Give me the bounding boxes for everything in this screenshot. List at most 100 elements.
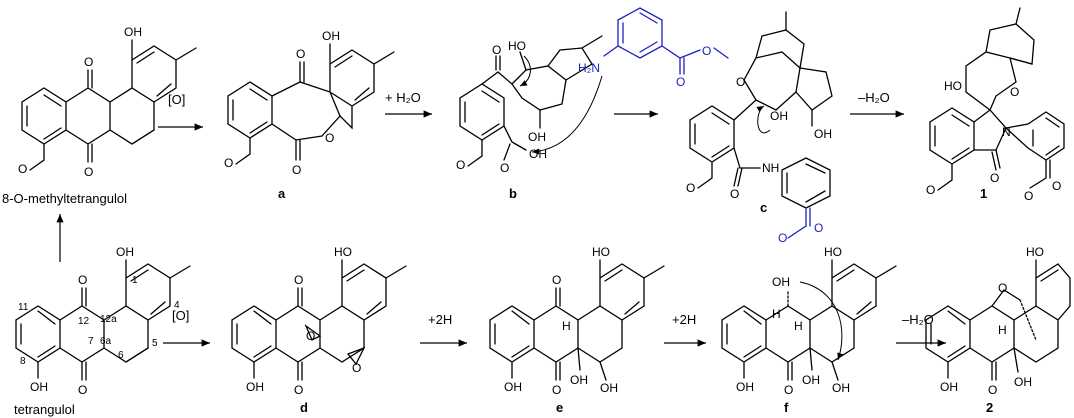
lactone-o-label: O [325,131,334,145]
compound-name-tetrangulol: tetrangulol [14,402,75,417]
methoxy-o-label: O [686,181,695,195]
curly-arrow [756,105,771,134]
oh-label: OH [124,25,142,39]
oh-label: OH [570,373,588,387]
compound-label-f: f [784,400,789,415]
carbonyl-o-label: O [492,43,501,57]
ether-o-label: O [1010,85,1019,99]
oh-label: OH [1014,375,1032,389]
epoxide-o-label: O [352,361,361,375]
carbonyl-o-label: O [294,273,303,287]
carbonyl-o-label: O [292,163,301,177]
structure-1 [929,7,1065,191]
ho-label: HO [508,39,526,53]
oh-label: OH [246,380,264,394]
structure-tetrangulol [15,259,191,381]
carbonyl-o-label: O [730,187,739,201]
carbonyl-o-label: O [78,273,87,287]
carbonyl-o-label: O [296,47,305,61]
compound-label-b: b [509,186,517,201]
reagent-water-loss: –H₂O [902,312,934,327]
epoxide-o-label: O [306,329,315,343]
oh-label: OH [116,245,134,259]
hydrogen-label: H [562,319,571,333]
oh-label: OH [802,373,820,387]
hydrogen-label: H [772,307,781,321]
oh-label: OH [772,275,790,289]
methoxy-o-label: O [224,156,233,170]
reagent-oxidation: [O] [172,308,189,323]
ester-o-label: O [1024,189,1033,203]
carbonyl-o-label: O [552,383,561,397]
compound-label-c: c [760,200,767,215]
oh-label: OH [30,380,48,394]
reagent-reduction: +2H [428,312,452,327]
structure-8-o-methyltetrangulol [21,39,197,171]
reagent-water-loss: –H₂O [858,90,890,105]
ester-o-label: O [778,231,787,245]
carbonyl-o-label: O [84,55,93,69]
structure-c [689,11,833,239]
ester-o-label: O [1052,179,1061,193]
ester-o-label: O [814,221,823,235]
locant-7: 7 [88,336,94,347]
amine-label: H₂N [578,61,600,75]
ether-bridge-o-label: O [998,281,1007,295]
ester-o-label: O [702,44,711,58]
oh-label: OH [322,29,340,43]
compound-label-1: 1 [980,186,987,201]
curly-arrow [531,75,603,155]
structure-f [721,259,897,381]
locant-5: 5 [152,338,158,349]
locant-8: 8 [20,356,26,367]
oh-label: OH [600,381,618,395]
methoxy-o-label: O [456,158,465,172]
ester-o-label: O [676,75,685,89]
compound-label-2: 2 [986,400,993,415]
oh-label: OH [832,381,850,395]
reagent-water-add: + H₂O [385,90,421,105]
carbonyl-o-label: O [990,171,999,185]
acid-o-label: O [500,161,509,175]
locant-6: 6 [118,350,124,361]
structure-a [227,43,395,165]
oh-label: OH [940,380,958,394]
ho-label: HO [824,245,842,259]
oh-label: OH [504,380,522,394]
locant-6a: 6a [100,336,112,347]
locant-11: 11 [18,302,29,313]
methoxy-o-label: O [18,162,27,176]
carbonyl-o-label: O [784,383,793,397]
structure-amine-fragment [603,7,729,75]
nitrogen-label: N [1002,125,1011,139]
methoxy-o-label: O [926,183,935,197]
structure-b [459,35,603,167]
structure-e [489,259,665,381]
locant-12a: 12a [100,314,117,325]
ho-label: HO [1026,245,1044,259]
acid-oh-label: OH [529,147,547,161]
carbonyl-o-label: O [552,273,561,287]
ho-label: HO [334,245,352,259]
oh-label: OH [528,130,546,144]
reagent-reduction: +2H [672,312,696,327]
ho-label: HO [592,245,610,259]
carbonyl-o-label: O [294,383,303,397]
ho-label: HO [944,79,962,93]
structure-2 [925,259,1071,381]
compound-name-8-o-methyltetrangulol: 8-O-methyltetrangulol [2,191,127,206]
carbonyl-o-label: O [988,383,997,397]
oh-label: OH [770,109,788,123]
hydrogen-label: H [794,319,803,333]
curly-arrow [519,55,531,87]
oh-label: OH [814,127,832,141]
compound-label-a: a [278,186,286,201]
carbonyl-o-label: O [78,383,87,397]
ether-o-label: O [736,75,745,89]
locant-4: 4 [174,300,180,311]
hydrogen-label: H [998,323,1007,337]
amide-nh-label: NH [762,161,779,175]
oh-label: OH [736,380,754,394]
carbonyl-o-label: O [84,165,93,179]
